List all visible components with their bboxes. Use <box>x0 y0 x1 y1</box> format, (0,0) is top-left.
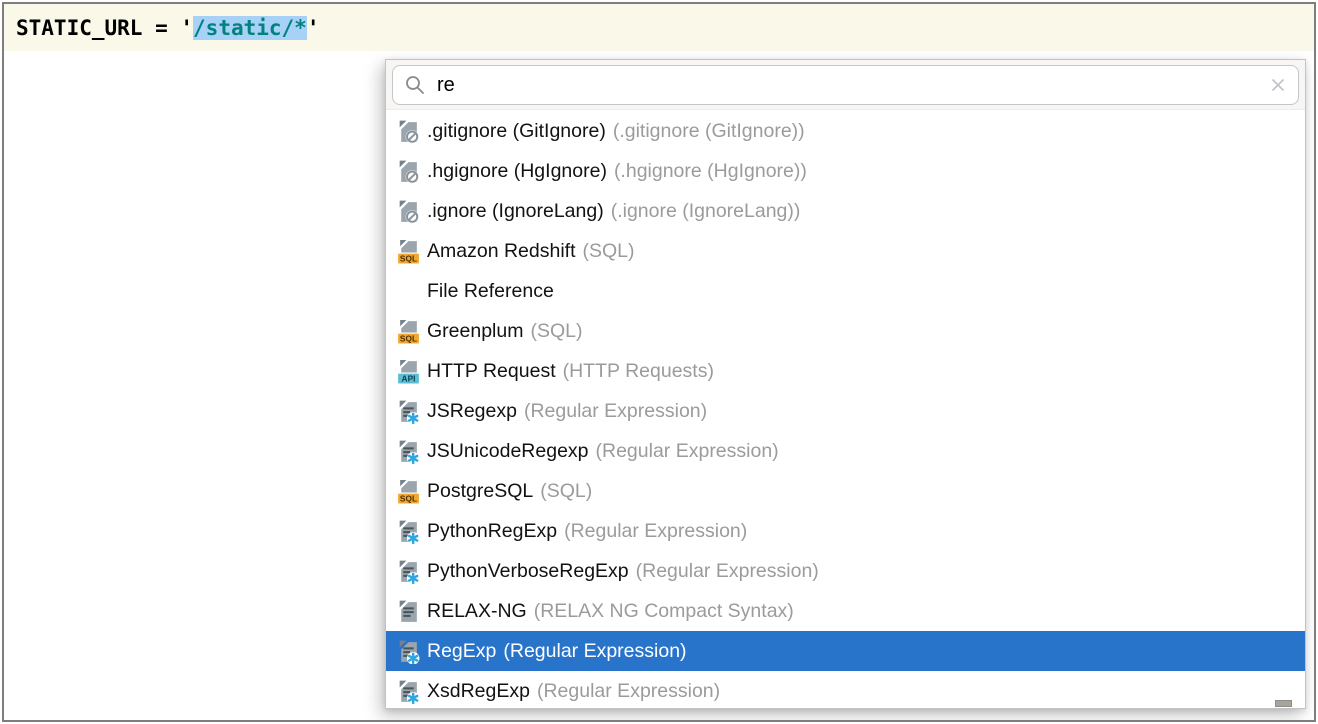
code-text: STATIC_URL = <box>16 15 181 40</box>
list-item-detail: (.hgignore (HgIgnore)) <box>613 159 807 182</box>
list-item-name: PythonVerboseRegExp <box>427 559 629 582</box>
list-item-detail: (SQL) <box>582 239 635 262</box>
list-item-name: JSRegexp <box>427 399 517 422</box>
list-item-detail: (Regular Expression) <box>523 399 708 422</box>
list-item-detail: (HTTP Requests) <box>562 359 714 382</box>
list-item[interactable]: XsdRegExp (Regular Expression) <box>386 671 1305 708</box>
list-item-detail: (Regular Expression) <box>595 439 779 462</box>
editor-code-line[interactable]: STATIC_URL = '/static/*' <box>4 4 1314 51</box>
svg-text:API: API <box>402 373 416 383</box>
list-item-name: XsdRegExp <box>427 679 530 702</box>
text-file-icon <box>395 598 422 625</box>
list-item[interactable]: PythonVerboseRegExp (Regular Expression) <box>386 551 1305 591</box>
magnifier-icon <box>404 74 426 96</box>
api-file-icon: API <box>395 358 422 385</box>
regexp-file-icon <box>395 558 422 585</box>
list-item[interactable]: File Reference <box>386 271 1305 311</box>
list-item-name: JSUnicodeRegexp <box>427 439 589 462</box>
svg-text:SQL: SQL <box>400 493 417 503</box>
list-item-name: .gitignore (GitIgnore) <box>427 119 606 142</box>
list-item-name: PythonRegExp <box>427 519 558 542</box>
list-item[interactable]: API HTTP Request (HTTP Requests) <box>386 351 1305 391</box>
sql-file-icon: SQL <box>395 318 422 345</box>
list-item[interactable]: SQL Greenplum (SQL) <box>386 311 1305 351</box>
list-item[interactable]: JSUnicodeRegexp (Regular Expression) <box>386 431 1305 471</box>
list-item-name: Amazon Redshift <box>427 239 576 262</box>
list-item[interactable]: .hgignore (HgIgnore) (.hgignore (HgIgnor… <box>386 151 1305 191</box>
list-item-name: Greenplum <box>427 319 524 342</box>
list-item-name: .ignore (IgnoreLang) <box>427 199 604 222</box>
popup-search-bar <box>386 60 1305 110</box>
code-open-quote: ' <box>180 15 194 40</box>
regexp-file-icon <box>395 518 422 545</box>
popup-scrollbar-thumb[interactable] <box>1275 700 1292 707</box>
list-item[interactable]: JSRegexp (Regular Expression) <box>386 391 1305 431</box>
regexp-file-icon <box>395 398 422 425</box>
list-item[interactable]: RELAX-NG (RELAX NG Compact Syntax) <box>386 591 1305 631</box>
list-item[interactable]: PythonRegExp (Regular Expression) <box>386 511 1305 551</box>
list-item-name: PostgreSQL <box>427 479 534 502</box>
list-item-name: File Reference <box>427 279 554 302</box>
list-item-name: RELAX-NG <box>427 599 527 622</box>
list-item-detail: (.ignore (IgnoreLang)) <box>610 199 801 222</box>
sql-file-icon: SQL <box>395 478 422 505</box>
list-item[interactable]: .gitignore (GitIgnore) (.gitignore (GitI… <box>386 111 1305 151</box>
list-item-name: .hgignore (HgIgnore) <box>427 159 607 182</box>
list-item-detail: (Regular Expression) <box>564 519 748 542</box>
ignore-file-icon <box>395 118 422 145</box>
list-item-selected[interactable]: RegExp (Regular Expression) <box>386 631 1305 671</box>
search-box[interactable] <box>392 65 1299 105</box>
svg-text:SQL: SQL <box>400 253 417 263</box>
list-item-detail: (.gitignore (GitIgnore)) <box>612 119 805 142</box>
list-item-detail: (Regular Expression) <box>635 559 819 582</box>
code-close-quote: ' <box>306 15 320 40</box>
list-item-detail: (RELAX NG Compact Syntax) <box>533 599 794 622</box>
regexp-file-icon <box>395 638 422 665</box>
list-item-detail: (SQL) <box>530 319 583 342</box>
list-item-detail: (Regular Expression) <box>536 679 721 702</box>
search-input[interactable] <box>435 72 1269 98</box>
sql-file-icon: SQL <box>395 238 422 265</box>
list-item[interactable]: SQL Amazon Redshift (SQL) <box>386 231 1305 271</box>
ignore-file-icon <box>395 158 422 185</box>
list-item-name: HTTP Request <box>427 359 556 382</box>
list-item[interactable]: .ignore (IgnoreLang) (.ignore (IgnoreLan… <box>386 191 1305 231</box>
inject-language-popup: .gitignore (GitIgnore) (.gitignore (GitI… <box>385 59 1306 709</box>
no-icon <box>395 278 422 305</box>
list-item-name: RegExp <box>427 639 497 662</box>
list-item-detail: (SQL) <box>540 479 593 502</box>
close-icon[interactable] <box>1269 76 1287 94</box>
regexp-file-icon <box>395 438 422 465</box>
svg-text:SQL: SQL <box>400 333 417 343</box>
list-item-detail: (Regular Expression) <box>503 639 687 662</box>
code-selected-string: /static/* <box>193 15 307 40</box>
ignore-file-icon <box>395 198 422 225</box>
regexp-file-icon <box>395 678 422 705</box>
list-item[interactable]: SQL PostgreSQL (SQL) <box>386 471 1305 511</box>
language-list: .gitignore (GitIgnore) (.gitignore (GitI… <box>386 111 1305 708</box>
